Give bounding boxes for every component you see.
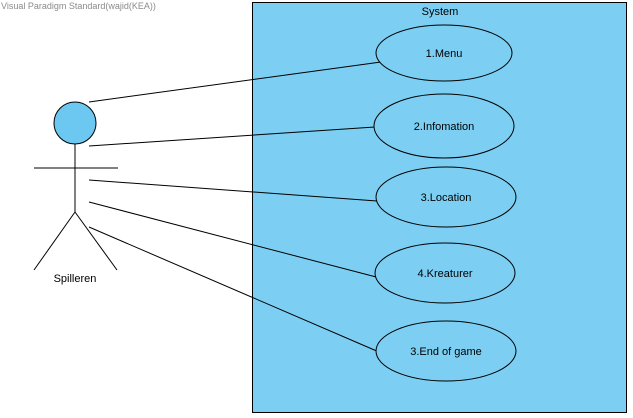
actor-name: Spilleren	[54, 273, 97, 285]
association-location[interactable]	[88, 179, 378, 202]
use-case-kreaturer[interactable]: 4.Kreaturer	[374, 242, 516, 304]
use-case-label: 1.Menu	[426, 48, 463, 60]
use-case-label: 4.Kreaturer	[417, 268, 472, 280]
association-kreaturer[interactable]	[88, 201, 381, 279]
use-case-label: 3.Location	[421, 192, 472, 204]
actor-spilleren[interactable]: Spilleren	[33, 101, 118, 285]
use-case-location[interactable]: 3.Location	[375, 166, 517, 228]
associations	[88, 61, 382, 353]
association-menu[interactable]	[88, 61, 382, 103]
use-case-infomation[interactable]: 2.Infomation	[373, 93, 515, 159]
watermark-text: Visual Paradigm Standard(wajid(KEA))	[1, 1, 156, 11]
actor-head	[53, 101, 97, 145]
use-case-label: 2.Infomation	[414, 121, 475, 133]
use-case-label: 3.End of game	[410, 346, 482, 358]
association-infomation[interactable]	[88, 126, 376, 147]
actor-left-leg	[33, 211, 76, 271]
use-case-menu[interactable]: 1.Menu	[375, 24, 513, 82]
association-end-of-game[interactable]	[88, 226, 380, 353]
system-title: System	[422, 6, 459, 18]
use-case-end-of-game[interactable]: 3.End of game	[375, 320, 517, 382]
actor-right-leg	[74, 211, 118, 271]
